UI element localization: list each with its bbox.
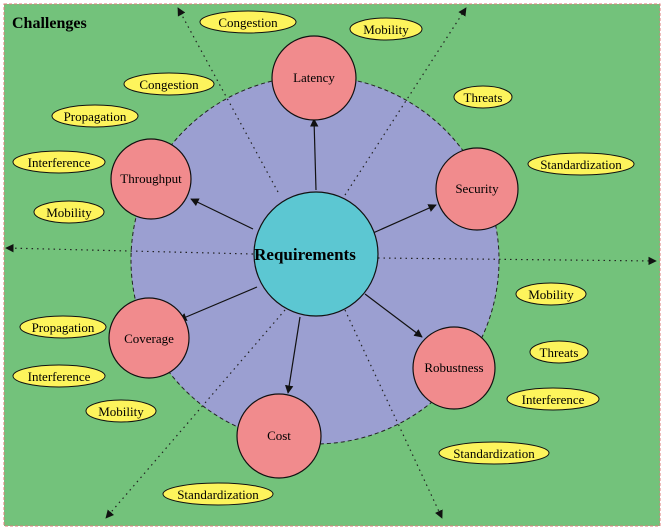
challenge-chip-shape bbox=[515, 282, 587, 306]
challenge-chip: Interference bbox=[12, 150, 106, 174]
challenge-chip: Mobility bbox=[349, 17, 423, 41]
challenge-chip-shape bbox=[162, 482, 274, 506]
challenge-chip-shape bbox=[529, 340, 589, 364]
center-circle bbox=[253, 191, 379, 317]
challenge-chip: Propagation bbox=[51, 104, 139, 128]
challenge-chip-shape bbox=[123, 72, 215, 96]
challenge-chip-label: Propagation bbox=[64, 109, 127, 124]
challenge-chip: Threats bbox=[453, 85, 513, 109]
challenge-chip-label: Threats bbox=[464, 90, 503, 105]
challenge-chip: Propagation bbox=[19, 315, 107, 339]
challenge-chip: Standardization bbox=[162, 482, 274, 506]
challenge-chip-shape bbox=[349, 17, 423, 41]
requirement-coverage-circle bbox=[108, 297, 190, 379]
challenge-chip: Standardization bbox=[527, 152, 635, 176]
requirement-latency-circle bbox=[271, 35, 357, 121]
challenge-chip-label: Congestion bbox=[218, 15, 278, 30]
challenge-chip-label: Propagation bbox=[32, 320, 95, 335]
challenge-chip: Mobility bbox=[515, 282, 587, 306]
requirement-security: Security bbox=[435, 147, 519, 231]
center-label: Requirements bbox=[254, 245, 356, 264]
requirement-robustness-circle bbox=[412, 326, 496, 410]
requirement-robustness-label: Robustness bbox=[424, 360, 483, 375]
challenge-chip-shape bbox=[51, 104, 139, 128]
challenge-chip-shape bbox=[33, 200, 105, 224]
challenge-chip: Mobility bbox=[33, 200, 105, 224]
requirement-coverage: Coverage bbox=[108, 297, 190, 379]
challenge-chip-label: Mobility bbox=[98, 404, 144, 419]
requirement-robustness: Robustness bbox=[412, 326, 496, 410]
challenge-chip-label: Mobility bbox=[46, 205, 92, 220]
challenge-chip-shape bbox=[453, 85, 513, 109]
arrow-to-throughput bbox=[190, 198, 254, 230]
challenge-chip-shape bbox=[85, 399, 157, 423]
center-node: Requirements bbox=[253, 191, 379, 317]
arrow-to-cost bbox=[285, 316, 301, 394]
frame-title: Challenges bbox=[12, 15, 87, 32]
requirement-throughput-circle bbox=[110, 138, 192, 220]
challenge-chip-shape bbox=[19, 315, 107, 339]
challenge-chip-label: Mobility bbox=[528, 287, 574, 302]
challenge-chip-label: Congestion bbox=[139, 77, 199, 92]
challenge-chip-label: Standardization bbox=[177, 487, 259, 502]
challenge-chip: Mobility bbox=[85, 399, 157, 423]
challenge-chip-label: Standardization bbox=[453, 446, 535, 461]
requirement-throughput: Throughput bbox=[110, 138, 192, 220]
requirement-coverage-label: Coverage bbox=[124, 331, 174, 346]
challenge-chip-label: Interference bbox=[28, 155, 91, 170]
challenge-chip-shape bbox=[12, 150, 106, 174]
challenge-chip-shape bbox=[506, 387, 600, 411]
arrow-to-coverage bbox=[178, 286, 258, 321]
challenge-chip-shape bbox=[438, 441, 550, 465]
challenge-chip-label: Threats bbox=[540, 345, 579, 360]
challenge-chip: Congestion bbox=[199, 10, 297, 34]
challenge-chip: Interference bbox=[12, 364, 106, 388]
requirement-latency: Latency bbox=[271, 35, 357, 121]
requirement-security-label: Security bbox=[455, 181, 499, 196]
arrow-to-security bbox=[372, 204, 437, 234]
divider-line-top-right bbox=[344, 7, 467, 196]
challenge-chip: Standardization bbox=[438, 441, 550, 465]
requirement-security-circle bbox=[435, 147, 519, 231]
requirement-cost-circle bbox=[236, 393, 322, 479]
requirement-latency-label: Latency bbox=[293, 70, 335, 85]
challenge-chip: Threats bbox=[529, 340, 589, 364]
challenge-chip: Interference bbox=[506, 387, 600, 411]
arrow-to-robustness bbox=[364, 293, 423, 338]
challenge-chip-shape bbox=[199, 10, 297, 34]
requirement-arrows bbox=[178, 118, 437, 394]
challenge-chip-label: Interference bbox=[28, 369, 91, 384]
requirement-cost-label: Cost bbox=[267, 428, 291, 443]
divider-line-top-left bbox=[177, 7, 279, 193]
challenge-chip-shape bbox=[527, 152, 635, 176]
divider-line-right bbox=[377, 256, 657, 266]
challenge-chip: Congestion bbox=[123, 72, 215, 96]
challenge-chip-label: Mobility bbox=[363, 22, 409, 37]
challenge-chip-label: Interference bbox=[522, 392, 585, 407]
challenge-chip-shape bbox=[12, 364, 106, 388]
arrow-to-latency bbox=[310, 118, 319, 191]
challenge-chip-label: Standardization bbox=[540, 157, 622, 172]
challenge-chips: Congestion Mobility Congestion Propagati… bbox=[12, 10, 635, 506]
requirement-cost: Cost bbox=[236, 393, 322, 479]
requirement-throughput-label: Throughput bbox=[120, 171, 182, 186]
divider-lines bbox=[5, 7, 657, 519]
